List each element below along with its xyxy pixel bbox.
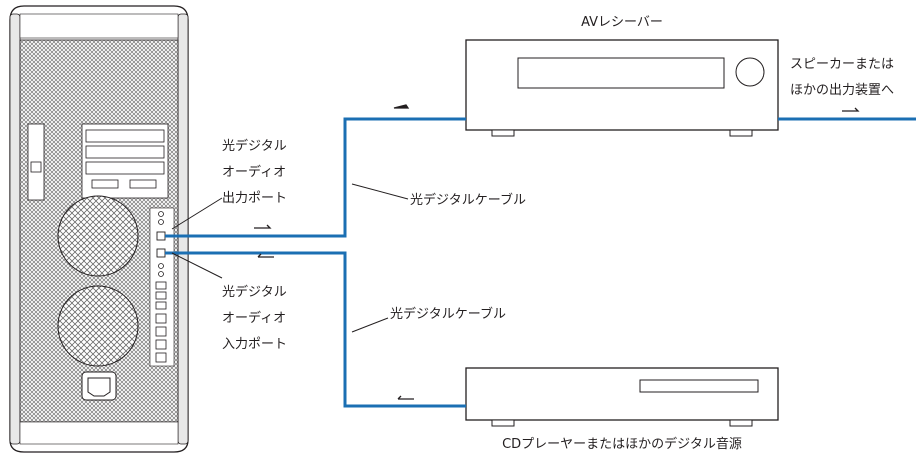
- in-port-label-line2: オーディオ: [222, 310, 286, 326]
- out-port-label-line2: オーディオ: [222, 164, 286, 180]
- receiver-label: AVレシーバー: [581, 15, 663, 30]
- in-port-label-line1: 光デジタル: [222, 284, 287, 300]
- volume-knob: [735, 57, 765, 87]
- cd-player-label: CDプレーヤーまたはほかのデジタル音源: [502, 436, 742, 452]
- lower-fan-grill: [57, 285, 139, 367]
- speaker-label-line1: スピーカーまたは: [790, 57, 894, 72]
- cd-player: [465, 367, 779, 427]
- in-port-label-line3: 入力ポート: [222, 337, 287, 352]
- optical-cable-top: [165, 117, 466, 238]
- front-drive-slot: [27, 123, 45, 201]
- power-socket-icon: [81, 371, 117, 401]
- av-receiver: [465, 39, 779, 137]
- computer-tower: [9, 5, 189, 453]
- out-port-label-line1: 光デジタル: [222, 138, 287, 154]
- out-port-label-line3: 出力ポート: [222, 191, 287, 206]
- drive-bays: [81, 123, 169, 199]
- speaker-label-line2: ほかの出力装置へ: [790, 83, 894, 98]
- optical-cable-bottom: [165, 251, 466, 408]
- upper-fan-grill: [57, 195, 139, 277]
- optical-out-port: [156, 231, 166, 241]
- signal-arrows: [254, 104, 860, 400]
- optical-in-port: [156, 248, 166, 258]
- cable-bottom-label: 光デジタルケーブル: [390, 306, 506, 322]
- rear-port-panel: [149, 207, 175, 367]
- cable-top-label: 光デジタルケーブル: [410, 192, 526, 208]
- callout-lines: [171, 183, 409, 333]
